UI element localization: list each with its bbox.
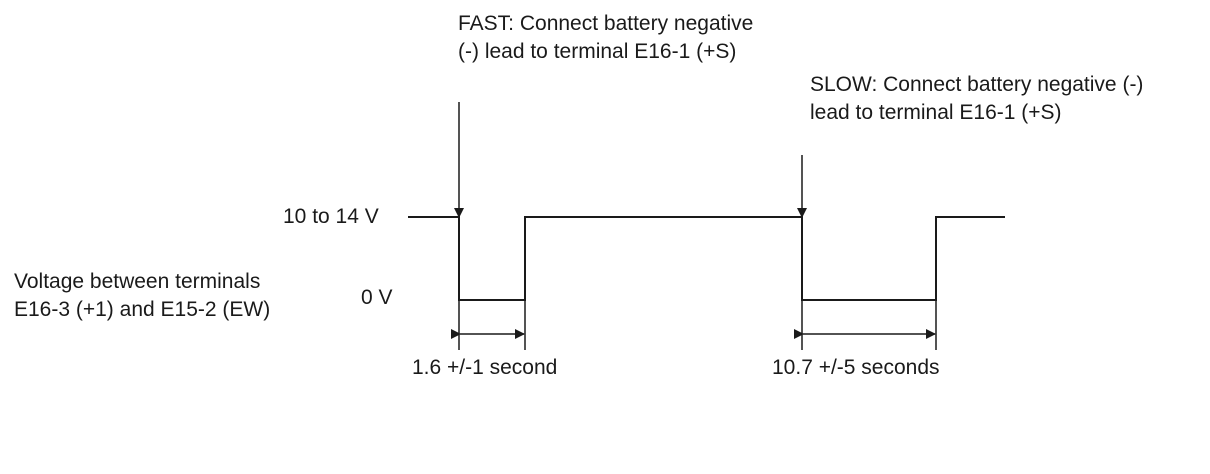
slow-annotation-line1: SLOW: Connect battery negative (-) — [810, 73, 1144, 96]
signal-label-line2: E16-3 (+1) and E15-2 (EW) — [14, 298, 271, 321]
slow-duration-label: 10.7 +/-5 seconds — [772, 356, 940, 379]
voltage-waveform — [408, 216, 1005, 301]
low-level-label: 0 V — [361, 286, 393, 309]
fast-duration-label: 1.6 +/-1 second — [412, 356, 558, 379]
fast-annotation-line2: (-) lead to terminal E16-1 (+S) — [458, 40, 737, 63]
signal-label-line1: Voltage between terminals — [14, 270, 261, 293]
slow-annotation-line2: lead to terminal E16-1 (+S) — [810, 101, 1062, 124]
high-level-label: 10 to 14 V — [283, 205, 379, 228]
fast-annotation-line1: FAST: Connect battery negative — [458, 12, 754, 35]
